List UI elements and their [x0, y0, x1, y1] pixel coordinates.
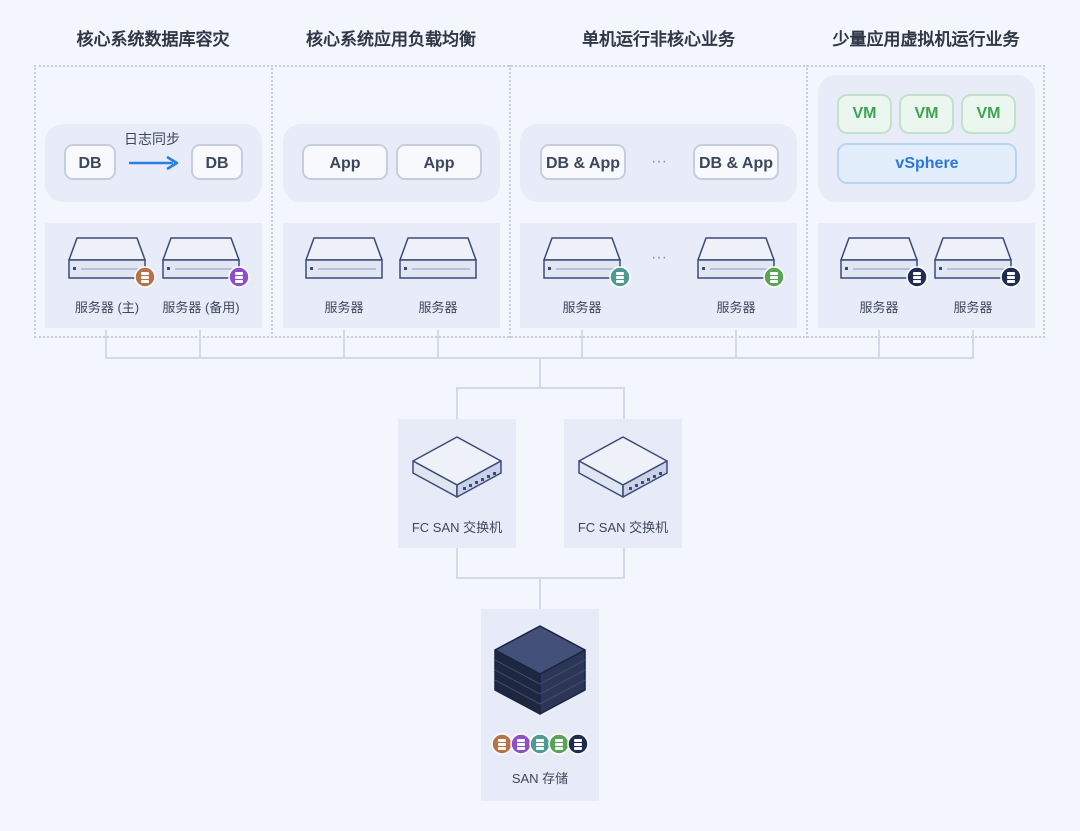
more-ellipsis: ···	[651, 153, 667, 170]
switch-icon	[412, 436, 502, 498]
column-divider	[806, 65, 808, 338]
app-box: App	[396, 144, 482, 180]
connector-line	[456, 387, 625, 389]
storage-array-icon	[494, 625, 586, 715]
vm-box: VM	[837, 94, 892, 134]
db-app-box: DB & App	[540, 144, 626, 180]
server-label: 服务器	[953, 300, 993, 315]
connector-line	[581, 330, 583, 359]
storage-label: SAN 存储	[511, 771, 569, 786]
connector-line	[539, 577, 541, 609]
server-label: 服务器	[716, 300, 756, 315]
database-badge-icon	[134, 266, 156, 288]
switch-label: FC SAN 交换机	[577, 520, 669, 535]
database-badge-icon	[763, 266, 785, 288]
server-label: 服务器 (主)	[74, 300, 140, 315]
server-label: 服务器	[418, 300, 458, 315]
database-badge-icon	[1000, 266, 1022, 288]
db-app-box: DB & App	[693, 144, 779, 180]
connector-line	[343, 330, 345, 359]
column-title-db-dr: 核心系统数据库容灾	[76, 30, 230, 49]
more-ellipsis: ···	[651, 249, 667, 266]
connector-line	[735, 330, 737, 359]
server-label: 服务器	[859, 300, 899, 315]
connector-line	[623, 387, 625, 419]
connector-line	[972, 330, 974, 359]
server-label: 服务器	[562, 300, 602, 315]
column-title-standalone: 单机运行非核心业务	[582, 30, 735, 49]
connector-line	[105, 330, 107, 359]
server-icon	[399, 237, 477, 279]
sync-arrow-icon	[129, 155, 179, 171]
connector-line	[456, 548, 458, 579]
column-divider	[509, 65, 511, 338]
top-frame	[34, 65, 1045, 338]
connector-line	[437, 330, 439, 359]
db-box-standby: DB	[191, 144, 243, 180]
database-badge-icon	[567, 733, 589, 755]
db-box-primary: DB	[64, 144, 116, 180]
connector-line	[623, 548, 625, 579]
database-badge-icon	[906, 266, 928, 288]
app-box: App	[302, 144, 388, 180]
switch-icon	[578, 436, 668, 498]
database-badge-icon	[609, 266, 631, 288]
vm-box: VM	[961, 94, 1016, 134]
connector-line	[539, 357, 541, 389]
connector-line	[199, 330, 201, 359]
column-divider	[271, 65, 273, 338]
switch-label: FC SAN 交换机	[411, 520, 503, 535]
database-badge-icon	[228, 266, 250, 288]
server-icon	[305, 237, 383, 279]
database-badge-icon	[510, 733, 532, 755]
connector-line	[878, 330, 880, 359]
vm-box: VM	[899, 94, 954, 134]
vsphere-box: vSphere	[837, 143, 1017, 184]
column-title-app-lb: 核心系统应用负载均衡	[306, 30, 476, 49]
server-label: 服务器	[324, 300, 364, 315]
connector-line	[456, 387, 458, 419]
log-sync-label: 日志同步	[124, 131, 180, 147]
database-badge-icon	[491, 733, 513, 755]
column-title-vm: 少量应用虚拟机运行业务	[832, 30, 1020, 49]
server-label: 服务器 (备用)	[162, 300, 240, 315]
